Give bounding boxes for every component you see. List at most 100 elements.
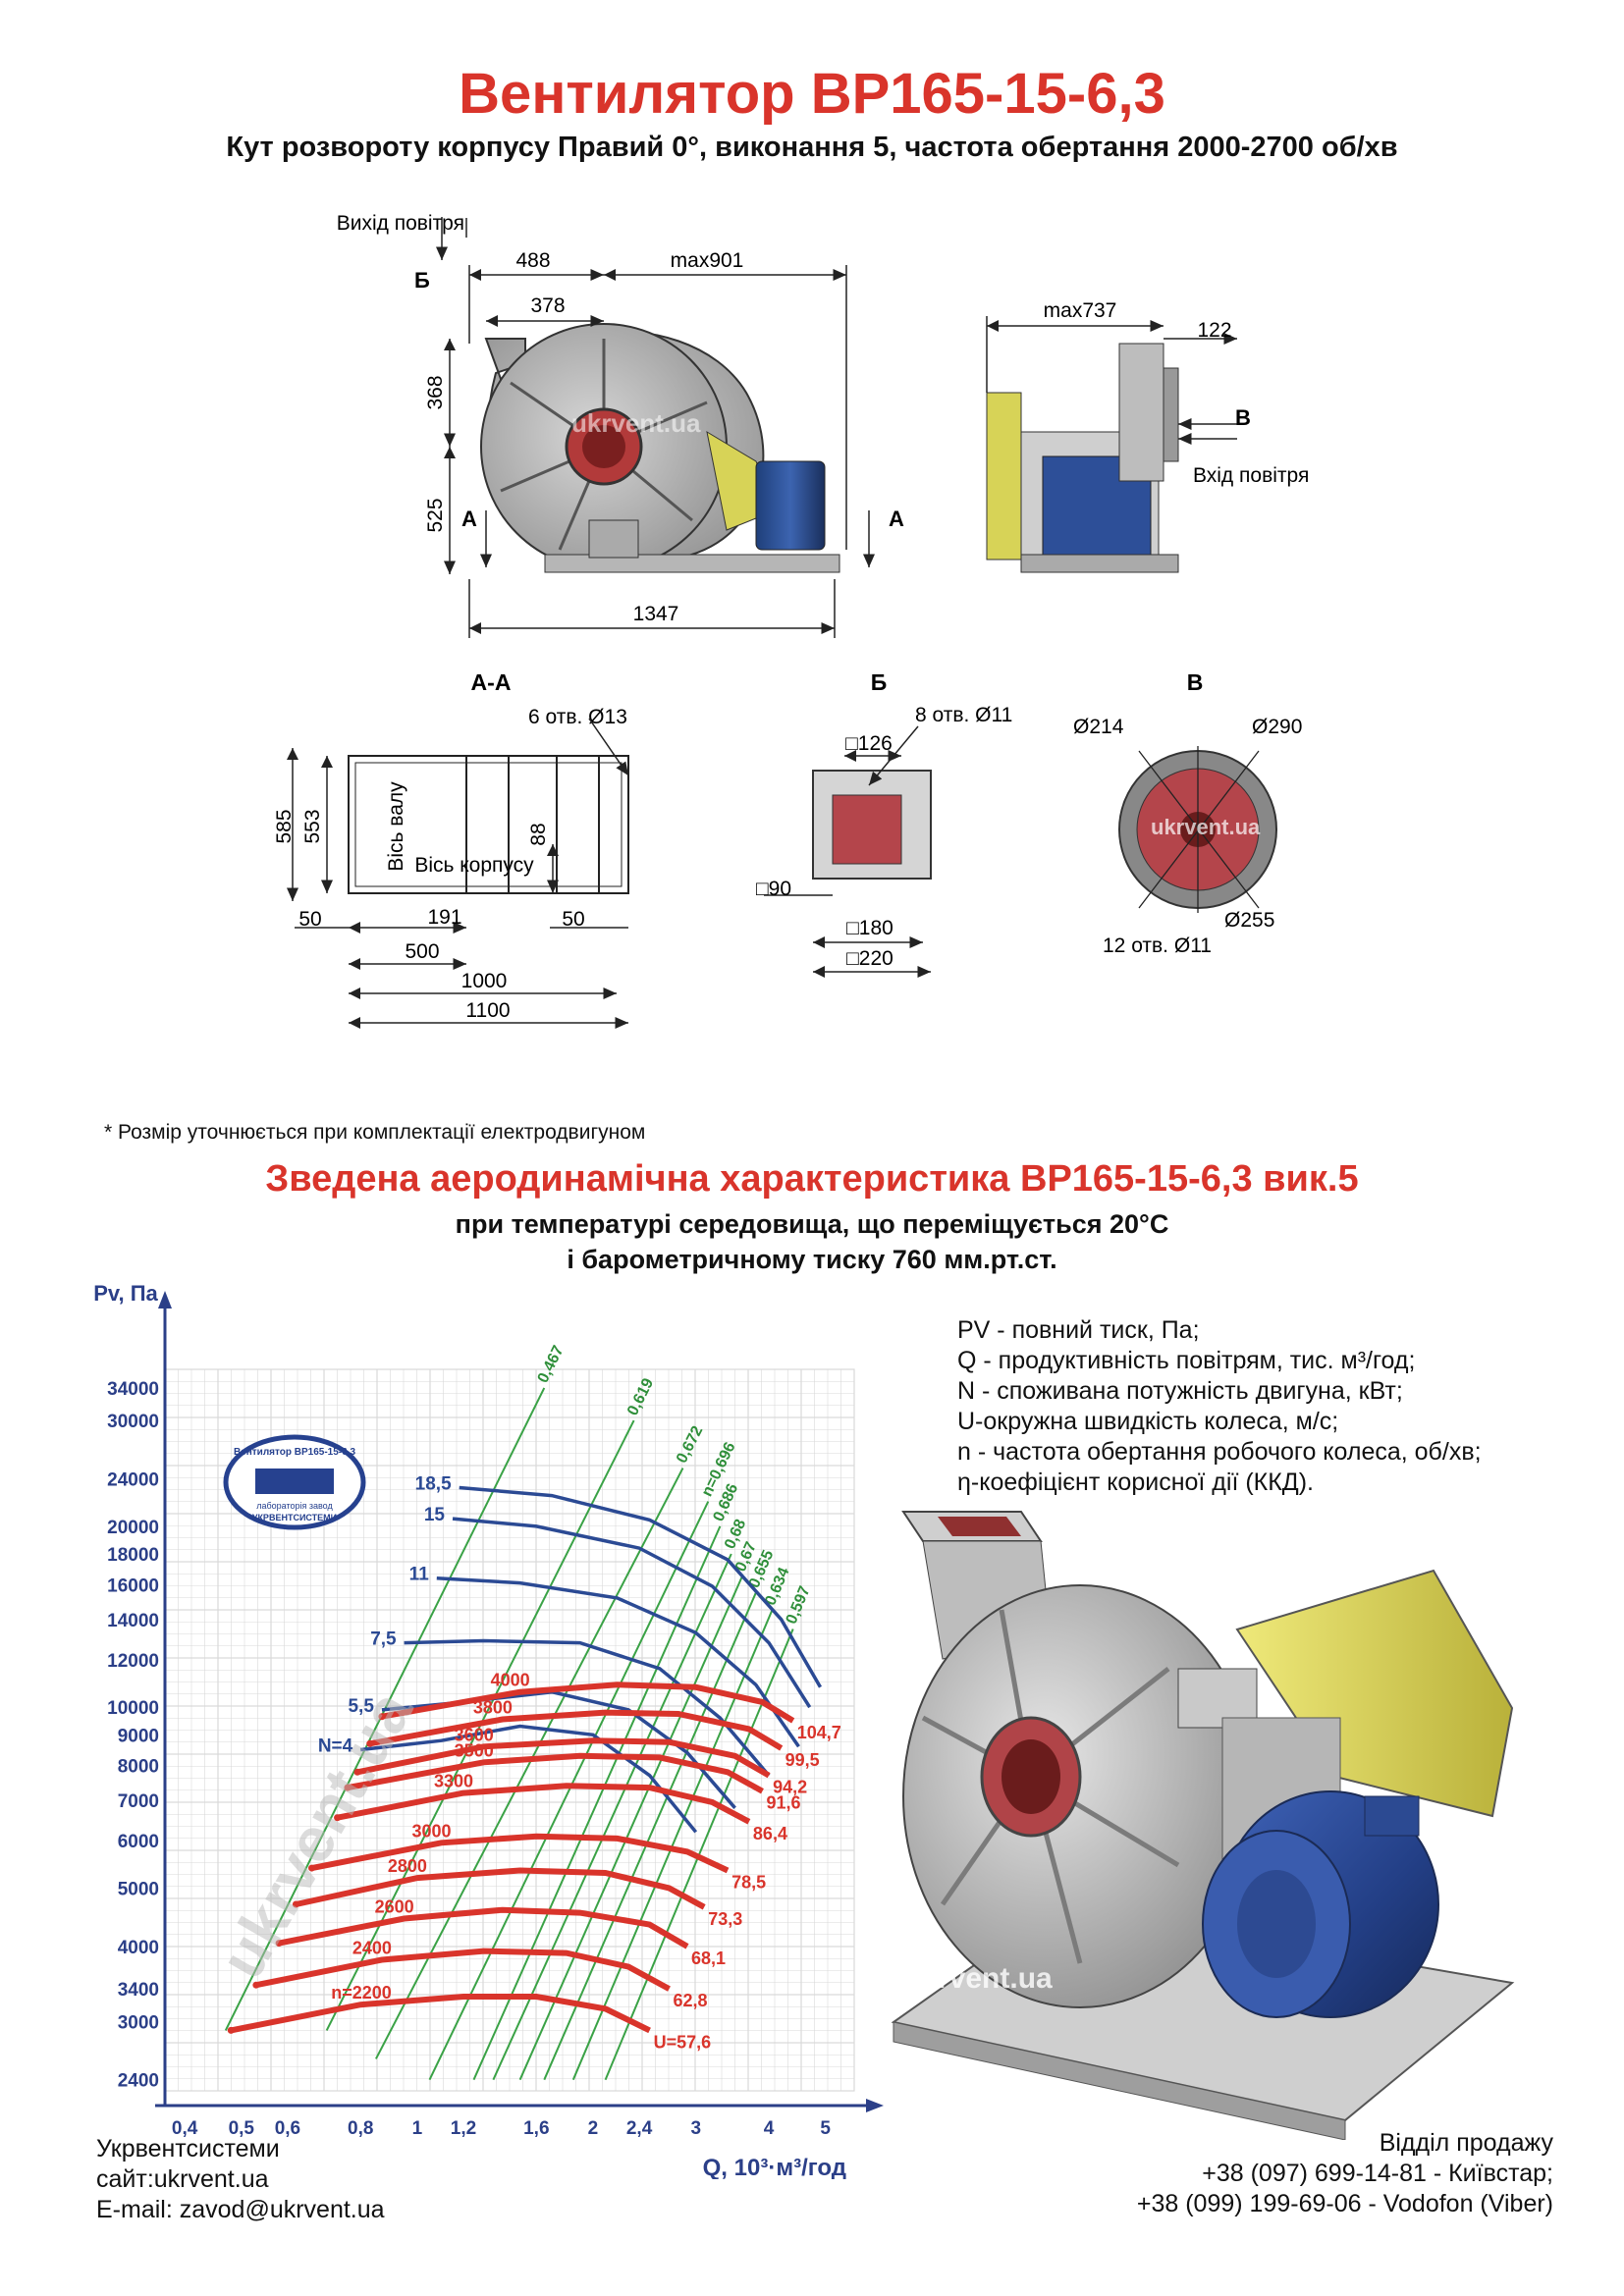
y-tick-label: 4000	[118, 1938, 159, 1958]
website-link[interactable]: сайт:ukrvent.ua	[96, 2165, 269, 2193]
speed-curve-start	[366, 1739, 374, 1747]
x-tick-label: 1	[412, 2118, 423, 2139]
lab-logo: Вентилятор ВР165-15-6,3 лабораторія заво…	[223, 1434, 366, 1530]
y-tick-label: 2400	[118, 2071, 159, 2092]
view-aa-holes: 6 отв. Ø13	[528, 706, 627, 728]
view-b-title: Б	[871, 669, 888, 695]
power-curve	[360, 1724, 698, 1834]
power-label: 15	[424, 1505, 446, 1525]
dim-d290: Ø290	[1252, 716, 1302, 738]
speed-curves: n=2200U=57,6240062,8260068,1280073,33000…	[227, 1671, 841, 2052]
x-tick-label: 3	[690, 2118, 701, 2139]
speed-curve-start	[334, 1814, 342, 1822]
dim-500: 500	[405, 940, 439, 963]
speed-curve-start	[252, 1981, 260, 1989]
speed-curve	[255, 1948, 671, 1992]
efficiency-line	[543, 1592, 757, 2081]
x-tick-label: 2,4	[626, 2118, 653, 2139]
peripheral-speed-label: 91,6	[767, 1793, 801, 1813]
power-curve	[436, 1575, 800, 1748]
dim-553: 553	[301, 809, 324, 843]
aerodynamic-chart: 0,4670,6190,672n=0,6960,6860,680,670,655…	[93, 1281, 884, 2179]
legend-item-q: Q - продуктивність повітрям, тис. м³/год…	[957, 1347, 1416, 1374]
y-tick-label: 18000	[107, 1545, 159, 1566]
x-tick-label: 0,5	[229, 2118, 255, 2139]
dim-126: □126	[845, 732, 893, 755]
y-tick-label: 8000	[118, 1757, 159, 1778]
page-subtitle: Кут розвороту корпусу Правий 0°, виконан…	[226, 132, 1398, 163]
page-title: Вентилятор ВР165-15-6,3	[459, 62, 1165, 126]
y-tick-label: 14000	[107, 1611, 159, 1631]
speed-label: 3600	[455, 1725, 494, 1744]
speed-curve	[295, 1867, 706, 1910]
power-label: 7,5	[370, 1629, 397, 1650]
x-tick-label: 1,6	[523, 2118, 549, 2139]
outlet-label: Вихід повітря	[337, 212, 464, 235]
dim-191: 191	[427, 906, 461, 929]
peripheral-speed-label: 94,2	[773, 1778, 807, 1797]
dim-90: □90	[756, 878, 791, 900]
watermark-flange: ukrvent.ua	[1151, 815, 1261, 839]
dim-122: 122	[1197, 319, 1231, 342]
speed-curve	[356, 1737, 771, 1779]
speed-curve	[278, 1906, 689, 1949]
speed-curve-start	[292, 1900, 299, 1908]
y-tick-label: 6000	[118, 1832, 159, 1852]
sales-block: Відділ продажу +38 (097) 699-14-81 - Киї…	[1137, 2128, 1553, 2219]
sales-phone-vodafone[interactable]: +38 (099) 199-69-06 - Vodofon (Viber)	[1136, 2190, 1553, 2217]
speed-label: 2600	[375, 1897, 414, 1917]
fan-3d-illustration: ukrvent.ua	[891, 1511, 1515, 2140]
x-tick-label: 0,8	[348, 2118, 373, 2139]
chart-grid	[164, 1368, 855, 2092]
email-link[interactable]: E-mail: zavod@ukrvent.ua	[96, 2196, 385, 2223]
logo-subtext-1: лабораторія завод	[256, 1501, 333, 1511]
sales-phone-kyivstar[interactable]: +38 (097) 699-14-81 - Київстар;	[1202, 2160, 1553, 2187]
speed-curve-start	[353, 1768, 361, 1776]
speed-label: 4000	[491, 1671, 530, 1690]
power-label: 18,5	[415, 1473, 452, 1494]
dim-378: 378	[530, 294, 565, 317]
logo-subtext-2: УКРВЕНТСИСТЕМИ	[252, 1513, 337, 1522]
peripheral-speed-label: 104,7	[797, 1723, 841, 1742]
body-axis-label: Вісь корпусу	[414, 854, 534, 877]
dim-d255: Ø255	[1224, 909, 1274, 932]
speed-curve	[230, 1994, 651, 2034]
y-tick-label: 10000	[107, 1698, 159, 1719]
legend-item-pv: PV - повний тиск, Па;	[957, 1316, 1200, 1344]
dim-88: 88	[527, 823, 550, 845]
speed-curve	[347, 1752, 764, 1794]
inlet-label: Вхід повітря	[1193, 464, 1309, 487]
view-v-title: В	[1187, 669, 1204, 695]
peripheral-speed-label: 62,8	[674, 1991, 708, 2010]
power-curve	[459, 1485, 823, 1688]
front-view	[480, 323, 840, 573]
peripheral-speed-label: 73,3	[708, 1909, 742, 1929]
x-tick-label: 0,4	[172, 2118, 198, 2139]
y-tick-label: 7000	[118, 1791, 159, 1812]
efficiency-line	[472, 1525, 722, 2081]
view-v-flange	[1118, 746, 1277, 913]
shaft-axis-label: Вісь валу	[385, 781, 407, 872]
dim-d214: Ø214	[1073, 716, 1124, 738]
speed-label: 2400	[352, 1939, 392, 1958]
efficiency-line	[518, 1575, 743, 2081]
technical-drawings: Вихід повітря Б А А 488 max901 378 368 5…	[273, 212, 1309, 1029]
efficiency-line	[428, 1501, 710, 2081]
peripheral-speed-label: 99,5	[785, 1750, 820, 1770]
x-tick-label: 5	[820, 2118, 831, 2139]
legend-item-eff: η-коефіцієнт корисної дії (ККД).	[957, 1468, 1314, 1496]
y-tick-label: 30000	[107, 1412, 159, 1432]
power-label: 5,5	[348, 1696, 374, 1717]
chart-axes: Pv, ПаQ, 10³·м³/год240030003400400050006…	[93, 1281, 884, 2179]
legend-item-rpm: n - частота обертання робочого колеса, о…	[957, 1438, 1482, 1466]
peripheral-speed-label: 86,4	[753, 1824, 787, 1843]
chart-legend: PV - повний тиск, Па; Q - продуктивність…	[957, 1315, 1482, 1498]
dim-1347: 1347	[633, 603, 679, 625]
y-tick-label: 24000	[107, 1469, 159, 1490]
efficiency-line	[492, 1553, 732, 2081]
speed-label: 2800	[388, 1856, 427, 1876]
speed-label: n=2200	[331, 1983, 392, 2002]
y-axis-arrow	[158, 1291, 172, 1308]
y-tick-label: 3000	[118, 2012, 159, 2033]
x-tick-label: 2	[588, 2118, 599, 2139]
